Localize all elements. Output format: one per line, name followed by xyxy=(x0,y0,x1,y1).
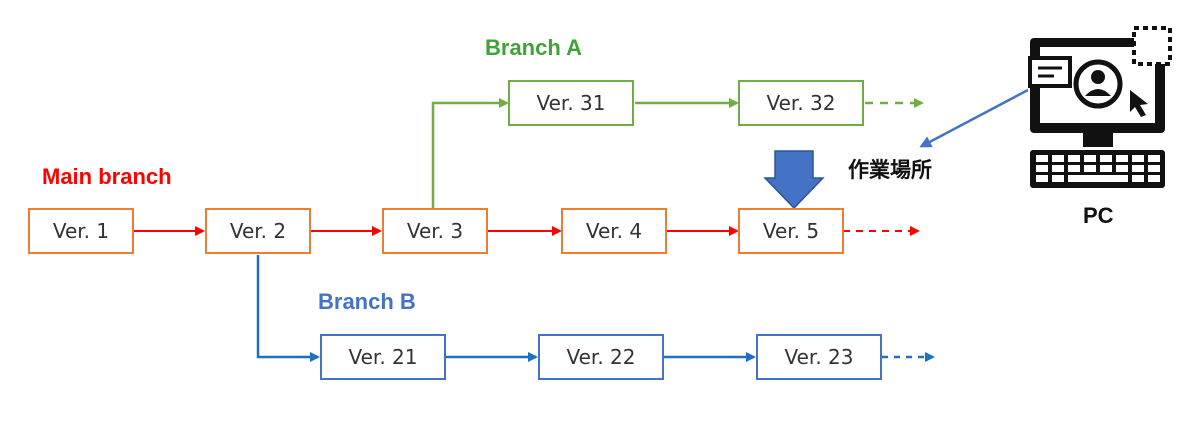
version-box-branch-a: Ver. 32 xyxy=(738,80,864,126)
pc-label: PC xyxy=(1083,203,1114,228)
main-branch-label: Main branch xyxy=(42,164,172,189)
branch-a-label: Branch A xyxy=(485,35,582,60)
version-box-main: Ver. 2 xyxy=(205,208,311,254)
arrow-branch-b-start xyxy=(256,255,320,362)
version-box-branch-b: Ver. 21 xyxy=(320,334,446,380)
version-box-branch-b: Ver. 23 xyxy=(756,334,882,380)
workspace-label: 作業場所 xyxy=(848,158,932,182)
down-arrow-icon xyxy=(763,150,825,210)
version-box-branch-b: Ver. 22 xyxy=(538,334,664,380)
version-box-branch-a: Ver. 31 xyxy=(508,80,634,126)
version-box-main: Ver. 5 xyxy=(738,208,844,254)
version-box-main: Ver. 3 xyxy=(382,208,488,254)
branch-b-label: Branch B xyxy=(318,289,416,314)
pc-monitor-icon xyxy=(1028,26,1172,188)
version-box-main: Ver. 4 xyxy=(561,208,667,254)
version-box-main: Ver. 1 xyxy=(28,208,134,254)
workspace-pointer-line xyxy=(919,88,1029,148)
arrow-branch-a-start xyxy=(431,98,509,208)
